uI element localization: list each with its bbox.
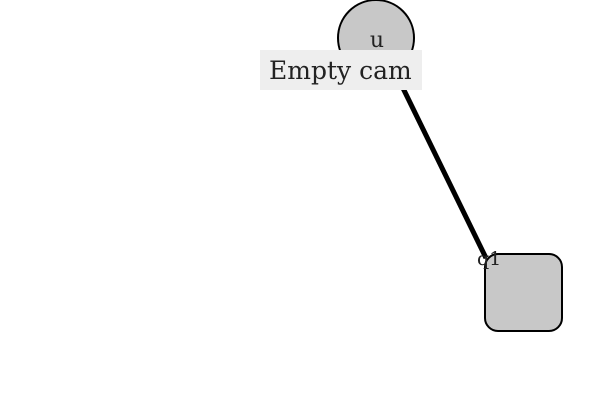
tooltip-background: [260, 50, 422, 90]
node-q1-shape: [484, 253, 563, 332]
node-q1[interactable]: q1: [477, 248, 563, 332]
port-label-q1: q1: [477, 248, 501, 270]
node-u-label: u: [370, 28, 384, 53]
tooltip: Empty cam: [260, 50, 422, 90]
edge-u-q1: [397, 80, 489, 260]
tooltip-text: Empty cam: [269, 56, 412, 85]
